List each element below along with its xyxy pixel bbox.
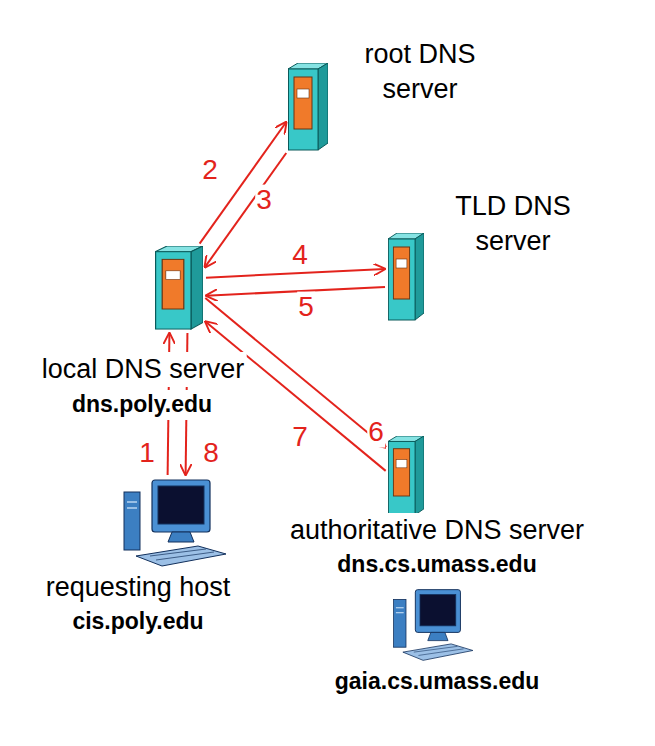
server-side — [415, 233, 424, 320]
step-number: 1 — [138, 438, 156, 469]
server-label: gaia.cs.umass.edu — [333, 667, 542, 697]
step-number: 7 — [291, 422, 309, 453]
host-name: cis.poly.edu — [70, 607, 205, 637]
keyboard-row — [414, 646, 458, 652]
host-name: dns.poly.edu — [70, 390, 214, 420]
computer-keyboard — [136, 546, 226, 566]
tower-slot — [396, 607, 404, 608]
monitor-stand — [168, 532, 194, 542]
computer-icon — [122, 478, 230, 568]
computer-tower — [394, 600, 406, 648]
server-side — [191, 246, 203, 329]
computer-monitor — [415, 590, 460, 633]
server-panel — [162, 259, 184, 309]
host-computer: gaia.cs.umass.edu — [392, 588, 476, 662]
server-icon — [388, 233, 424, 321]
server-side — [415, 436, 424, 515]
computer-screen — [420, 595, 456, 626]
server-icon — [288, 63, 328, 151]
server-panel — [294, 77, 312, 129]
query-arrow — [200, 122, 287, 244]
local-dns-server: local DNS serverdns.poly.edu — [155, 246, 203, 330]
tower-slot — [127, 501, 137, 503]
tower-slot — [127, 507, 137, 509]
server-side — [318, 63, 328, 150]
authoritative-server: authoritative DNS serverdns.cs.umass.edu — [388, 436, 424, 516]
server-slot — [396, 259, 407, 268]
server-front — [388, 441, 415, 515]
step-number: 8 — [202, 438, 220, 469]
server-label: TLD DNS server — [425, 189, 601, 259]
server-icon — [155, 246, 203, 330]
keyboard-row — [156, 552, 214, 560]
step-number: 6 — [367, 417, 385, 448]
server-panel — [393, 449, 409, 496]
step-number: 5 — [297, 292, 315, 323]
step-number: 3 — [255, 185, 273, 216]
host-name: dns.cs.umass.edu — [335, 550, 538, 580]
computer-tower — [124, 492, 140, 550]
server-front — [388, 239, 415, 320]
computer-icon — [392, 588, 476, 662]
computer-monitor — [152, 480, 210, 532]
server-front — [156, 252, 191, 329]
server-label: requesting host — [44, 570, 233, 605]
root-server: root DNS server — [288, 63, 328, 151]
server-panel — [393, 247, 409, 299]
server-label: root DNS server — [332, 37, 508, 107]
server-icon — [388, 436, 424, 516]
step-number: 2 — [201, 155, 219, 186]
keyboard-row — [418, 649, 463, 656]
server-label: local DNS server — [40, 352, 247, 387]
requesting-host: requesting hostcis.poly.edu — [122, 478, 230, 568]
keyboard-row — [150, 549, 206, 556]
monitor-stand — [428, 632, 448, 640]
computer-screen — [158, 486, 204, 524]
server-slot — [396, 460, 407, 468]
server-slot — [166, 271, 180, 280]
server-front — [289, 69, 319, 150]
server-label: authoritative DNS server — [288, 513, 586, 548]
server-slot — [297, 89, 309, 98]
query-arrow — [205, 321, 385, 470]
step-number: 4 — [291, 240, 309, 271]
tower-slot — [396, 612, 404, 613]
tld-server: TLD DNS server — [388, 233, 424, 321]
computer-keyboard — [403, 644, 473, 660]
query-arrow — [206, 287, 385, 296]
